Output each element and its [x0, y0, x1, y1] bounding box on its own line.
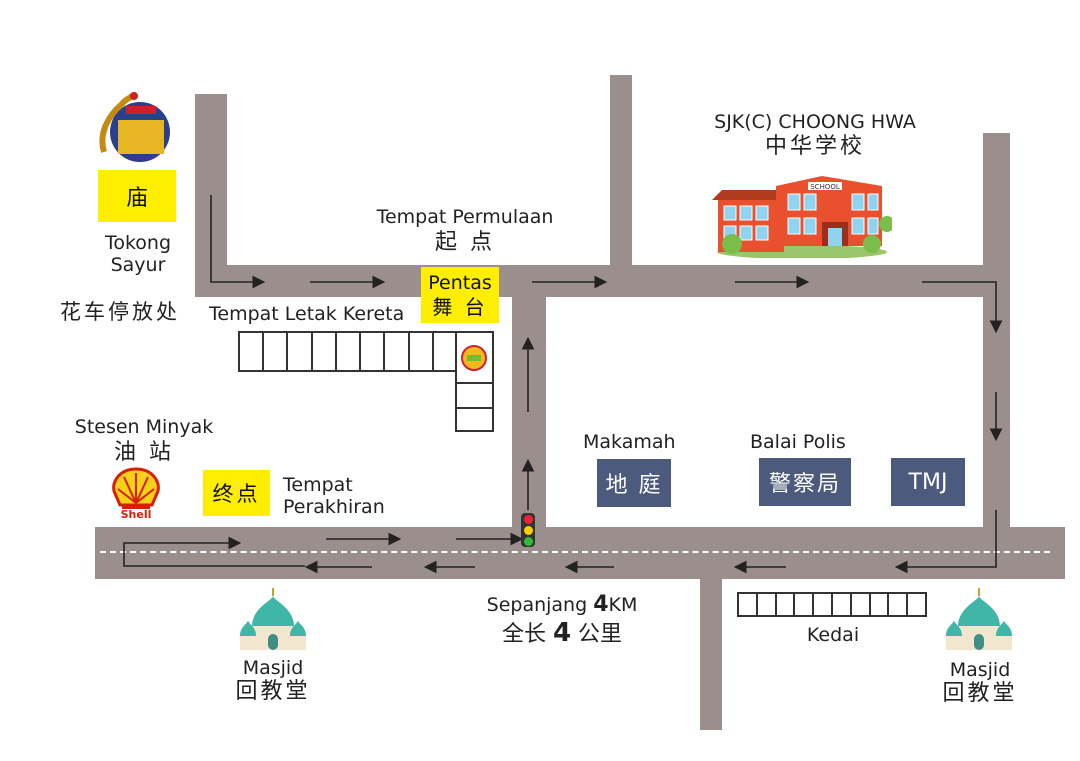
- road-south-vertical: [700, 570, 722, 730]
- stage-cn: 舞 台: [432, 295, 488, 319]
- end-cn: 终点: [212, 482, 261, 506]
- court-en-label: Makamah: [583, 431, 676, 453]
- distance-cn: 全长 4 公里: [487, 620, 638, 647]
- mosque-2-en: Masjid: [949, 659, 1011, 681]
- stage-en: Pentas: [428, 272, 492, 294]
- parking-slot-logo: [455, 331, 494, 384]
- petrol-station-label: Stesen Minyak 油 站: [75, 416, 213, 464]
- distance-cn-suffix: 公里: [571, 622, 623, 647]
- road-north-vertical: [610, 75, 632, 297]
- temple-label-box: 庙: [98, 170, 176, 222]
- shops-label: Kedai: [806, 624, 860, 646]
- parking-slot: [455, 382, 494, 409]
- end-point-label: Tempat Perakhiran: [283, 474, 385, 518]
- start-point-label: Tempat Permulaan 起 点: [377, 206, 554, 254]
- temple-name-line1: Tokong: [104, 232, 172, 254]
- distance-en-suffix: KM: [608, 594, 638, 616]
- court-cn: 地 庭: [605, 473, 663, 498]
- police-cn: 警察局: [768, 472, 841, 497]
- distance-en-prefix: Sepanjang: [486, 594, 594, 616]
- tmj-label: TMJ: [908, 469, 948, 495]
- road-center-dashes: [100, 551, 1050, 553]
- court-box: 地 庭: [597, 459, 671, 507]
- route-arrow-icon: [922, 281, 1003, 334]
- police-box: 警察局: [759, 458, 851, 506]
- parking-en-label: Tempat Letak Kereta: [209, 303, 405, 325]
- temple-icon: [99, 92, 170, 162]
- school-en: SJK(C) CHOONG HWA: [714, 111, 916, 133]
- police-en-label: Balai Polis: [750, 431, 846, 453]
- distance-label: Sepanjang 4KM 全长 4 公里: [486, 592, 638, 647]
- road-right-vertical: [983, 133, 1010, 553]
- distance-cn-prefix: 全长: [501, 622, 553, 647]
- end-point-box: 终点: [203, 470, 270, 516]
- school-cn: 中华学校: [764, 134, 866, 159]
- parking-slots-row: [238, 331, 458, 372]
- route-arrow-icon: [894, 510, 997, 574]
- school-label: SJK(C) CHOONG HWA 中华学校: [714, 111, 916, 158]
- temple-cn-label: 庙: [125, 186, 148, 211]
- start-cn: 起 点: [435, 230, 495, 255]
- start-en: Tempat Permulaan: [376, 206, 554, 228]
- temple-name: Tokong Sayur: [105, 232, 171, 276]
- shell-logo-icon: Shell: [112, 467, 160, 519]
- distance-en: Sepanjang 4KM: [486, 592, 638, 617]
- school-icon: SCHOOL: [712, 176, 892, 258]
- road-middle-vertical: [512, 280, 546, 555]
- mosque-2-cn: 回教堂: [942, 681, 1018, 706]
- parking-slot: [455, 407, 494, 432]
- mosque-icon: [240, 588, 306, 650]
- traffic-light-icon: [521, 513, 535, 547]
- school-sign: SCHOOL: [810, 183, 840, 191]
- shop-lots-row: [737, 592, 927, 617]
- temple-name-line2: Sayur: [110, 254, 166, 276]
- tmj-box: TMJ: [891, 458, 965, 506]
- mosque-2-label: Masjid 回教堂: [942, 659, 1017, 705]
- mosque-1-label: Masjid 回教堂: [235, 657, 310, 703]
- mosque-1-cn: 回教堂: [235, 679, 311, 704]
- petrol-en: Stesen Minyak: [74, 416, 214, 438]
- mosque-1-en: Masjid: [242, 657, 304, 679]
- shell-text: Shell: [121, 508, 152, 519]
- distance-cn-number: 4: [552, 618, 572, 648]
- stage-label-box: Pentas 舞 台: [421, 267, 499, 323]
- end-line2: Perakhiran: [283, 496, 385, 518]
- route-arrow-icon: [210, 195, 266, 289]
- parking-cn-label: 花车停放处: [60, 300, 180, 324]
- end-line1: Tempat: [283, 474, 353, 496]
- mosque-icon: [946, 588, 1012, 650]
- route-arrow-icon: [123, 536, 305, 567]
- petrol-cn: 油 站: [113, 440, 174, 465]
- stage-logo-icon: [461, 345, 487, 371]
- distance-en-number: 4: [593, 592, 609, 617]
